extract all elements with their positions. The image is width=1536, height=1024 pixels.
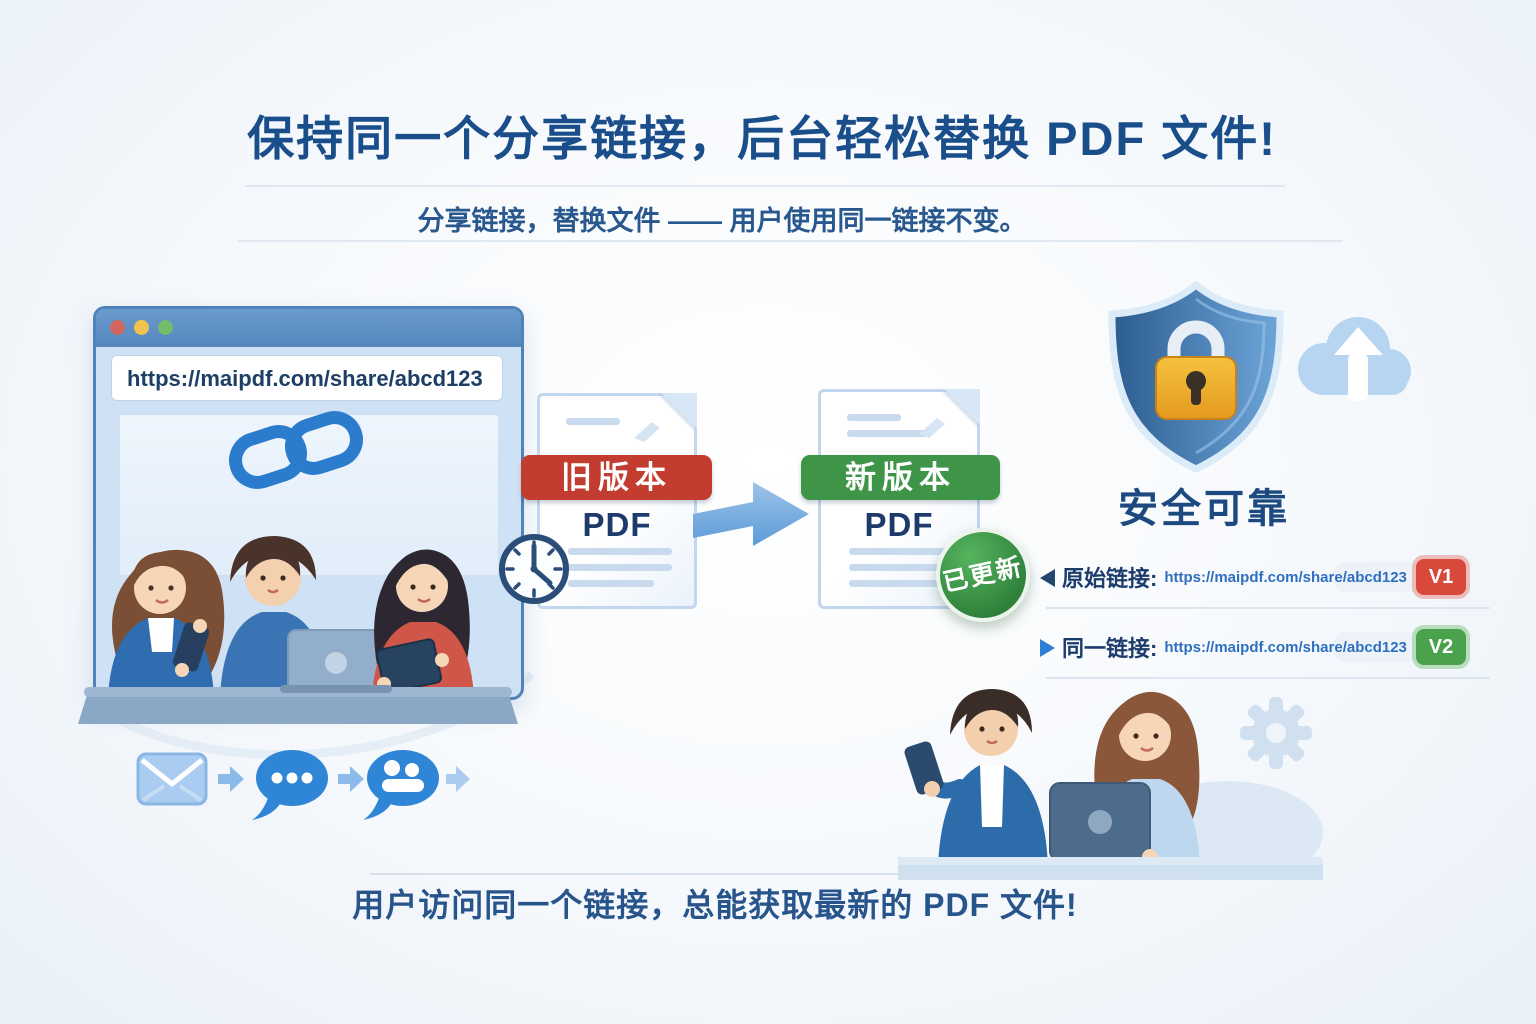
window-titlebar (96, 309, 521, 347)
new-pdf-label: PDF (864, 506, 934, 543)
link-chain-icon (229, 411, 363, 489)
document-line (849, 548, 957, 555)
security-caption: 安全可靠 (1118, 487, 1290, 531)
footer-divider (370, 873, 1205, 875)
document-line (568, 564, 672, 571)
replace-arrow-icon (693, 482, 809, 546)
document-line (849, 564, 957, 571)
page-title: 保持同一个分享链接，后台轻松替换 PDF 文件! (247, 112, 1277, 165)
browser-content-panel (118, 413, 500, 577)
link-row-divider (1046, 607, 1490, 609)
chat-dots-icon (252, 750, 328, 820)
document-line (847, 430, 929, 437)
person-man-laptop (220, 536, 385, 697)
document-line (849, 580, 939, 587)
cloud-upload-icon (1298, 317, 1411, 401)
subtitle-divider (238, 240, 1343, 242)
document-fold (661, 393, 697, 429)
title-divider (245, 185, 1285, 187)
old-version-badge: 旧版本 (521, 455, 712, 500)
share-sequence (136, 750, 470, 820)
desk (898, 861, 1323, 880)
link-row-label: 原始链接: (1062, 566, 1158, 591)
browser-window: https://maipdf.com/share/abcd123 (93, 306, 524, 700)
document-line (568, 548, 672, 555)
person-woman-laptop (1040, 691, 1200, 868)
link-row-same: 同一链接: https://maipdf.com/share/abcd123 V… (1038, 626, 1490, 668)
triangle-right-icon (1040, 639, 1055, 657)
document-fold (944, 389, 980, 425)
window-minimize-dot (134, 320, 149, 335)
document-line (847, 414, 901, 421)
url-text: https://maipdf.com/share/abcd123 (127, 366, 483, 391)
window-maximize-dot (158, 320, 173, 335)
page-subtitle: 分享链接，替换文件 —— 用户使用同一链接不变。 (417, 206, 1027, 236)
arrow-icon (218, 766, 244, 792)
triangle-left-icon (1040, 569, 1055, 587)
chat-people-icon (363, 750, 439, 820)
arrow-icon (446, 766, 470, 792)
pen-scribble-icon (634, 422, 660, 442)
new-version-badge: 新版本 (801, 455, 1000, 500)
gear-icon (1240, 697, 1312, 769)
link-row-url: https://maipdf.com/share/abcd123 (1164, 568, 1407, 586)
person-man-phone (904, 689, 1048, 865)
document-line (568, 580, 654, 587)
email-icon (136, 752, 208, 806)
table (78, 692, 518, 724)
arrow-icon (338, 766, 364, 792)
phone-icon (172, 622, 210, 672)
clock-icon (499, 534, 569, 604)
lock-icon (1155, 320, 1237, 420)
highlight-pill (1332, 632, 1424, 662)
person-woman-phone (108, 549, 225, 696)
footer-note: 用户访问同一个链接，总能获取最新的 PDF 文件! (352, 887, 1078, 923)
link-row-original: 原始链接: https://maipdf.com/share/abcd123 V… (1038, 556, 1490, 598)
window-close-dot (110, 320, 125, 335)
link-row-label: 同一链接: (1062, 636, 1158, 661)
old-pdf-label: PDF (582, 506, 652, 543)
pen-scribble-icon (919, 418, 945, 438)
highlight-pill (1332, 562, 1424, 592)
document-line (566, 418, 620, 425)
link-row-divider (1046, 677, 1490, 679)
person-woman-tablet (372, 549, 474, 696)
updated-status-badge: 已更新 (936, 528, 1030, 622)
security-shield-icon (1108, 281, 1284, 473)
users-group-illustration (78, 536, 518, 724)
url-bar: https://maipdf.com/share/abcd123 (111, 355, 503, 401)
version-badge-v1: V1 (1416, 559, 1466, 595)
link-row-url: https://maipdf.com/share/abcd123 (1164, 638, 1407, 656)
readers-illustration (898, 689, 1323, 880)
version-badge-v2: V2 (1416, 629, 1466, 665)
